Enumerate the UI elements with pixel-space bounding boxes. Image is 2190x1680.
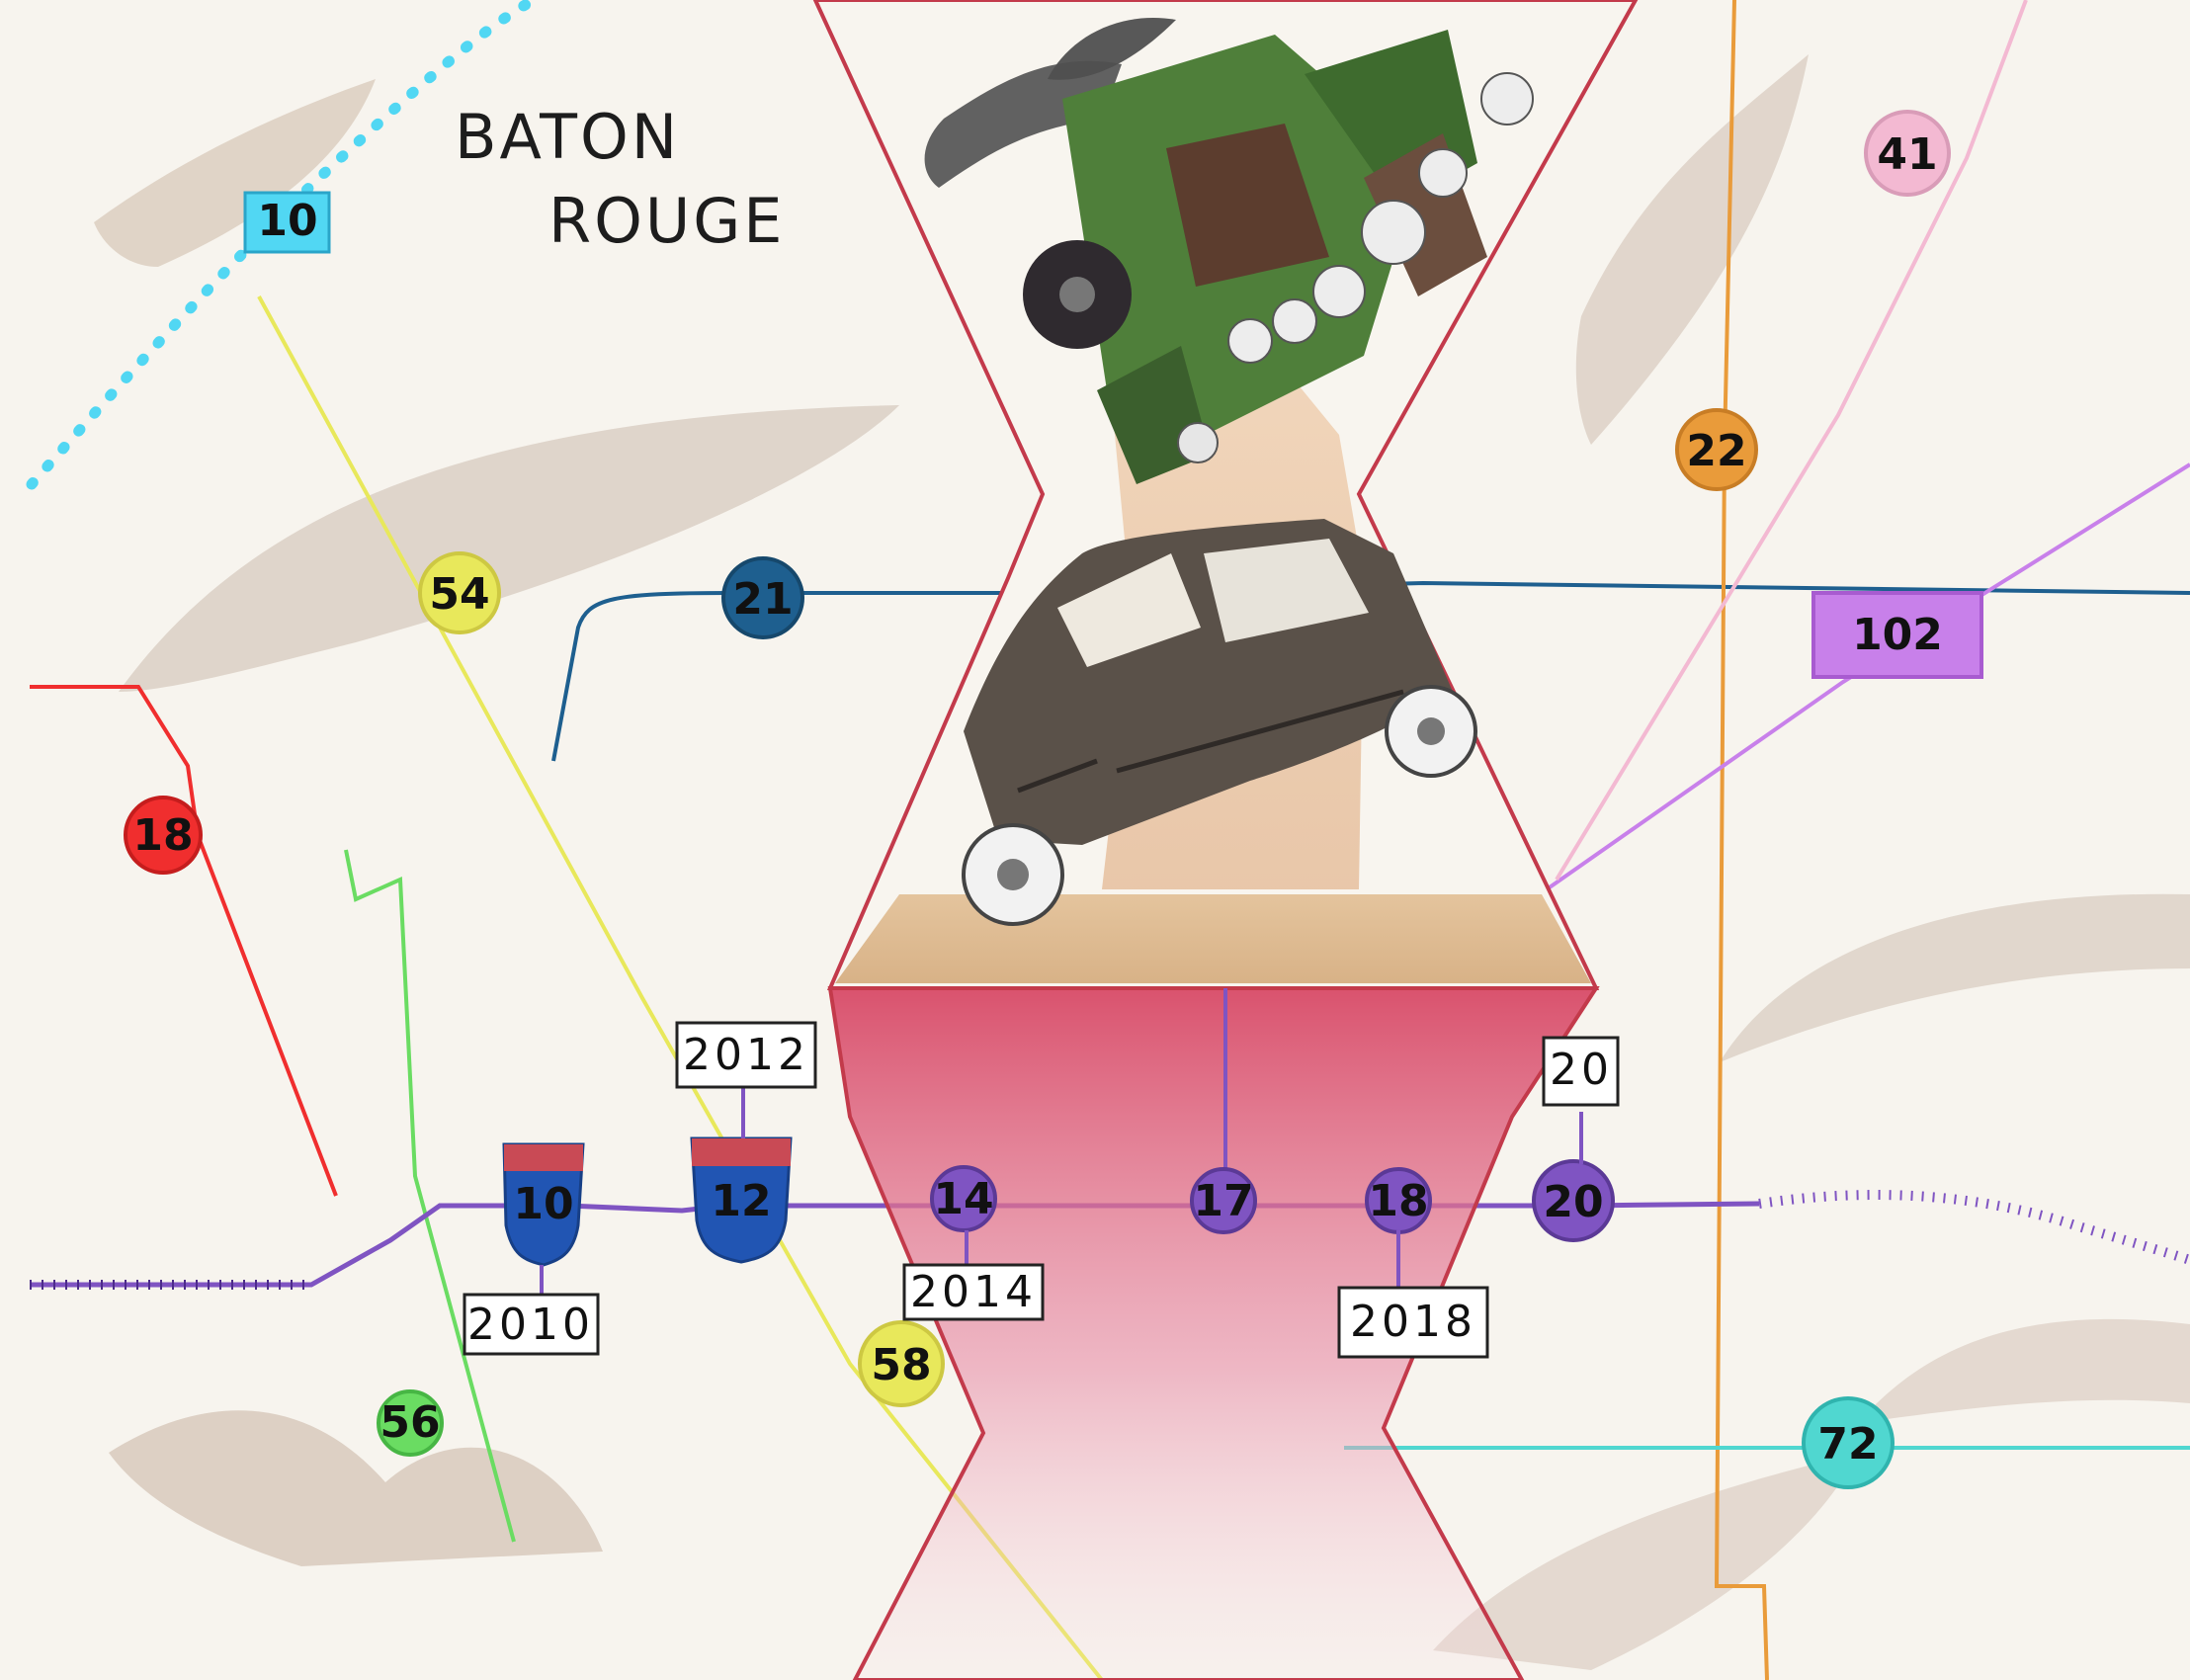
svg-text:102: 102 (1852, 610, 1943, 660)
route-marker-102[interactable]: 102 (1811, 591, 1983, 679)
hourglass-bottom-window (827, 986, 1600, 1680)
svg-text:2018: 2018 (1350, 1297, 1476, 1347)
year-tag-2012[interactable]: 2012 (675, 1021, 817, 1089)
route-marker-21[interactable]: 21 (721, 556, 804, 639)
interstate-shield-12[interactable]: 12 (690, 1136, 793, 1264)
svg-text:17: 17 (1193, 1176, 1253, 1226)
vintage-car-illustration (962, 519, 1477, 926)
svg-text:18: 18 (1368, 1176, 1428, 1226)
year-tag-2014[interactable]: 2014 (902, 1263, 1045, 1321)
route-marker-18-mid[interactable]: 18 (1365, 1167, 1432, 1234)
city-label-line-2: ROUGE (548, 185, 785, 257)
cloud-shadow-bottom-left (109, 1410, 603, 1566)
svg-text:22: 22 (1686, 426, 1746, 476)
route-marker-18[interactable]: 18 (124, 796, 203, 875)
route-marker-10-top[interactable]: 10 (243, 191, 331, 254)
interstate-shield-10[interactable]: 10 (502, 1142, 585, 1267)
cloud-shadow-top-right (1575, 54, 1809, 445)
timeline-dotted-right (1758, 1190, 2190, 1265)
route-marker-72[interactable]: 72 (1802, 1396, 1895, 1489)
route-marker-54[interactable]: 54 (418, 551, 501, 634)
svg-text:21: 21 (732, 574, 793, 625)
cloud-shadow-right (1720, 893, 2190, 1062)
city-label-line-1: BATON (455, 101, 680, 173)
svg-text:54: 54 (429, 569, 489, 620)
svg-text:2012: 2012 (683, 1030, 809, 1080)
svg-text:20: 20 (1550, 1045, 1613, 1095)
svg-text:56: 56 (379, 1397, 440, 1448)
route-10-dotted-line (26, 0, 540, 490)
route-102-purple-line (1545, 462, 2190, 891)
route-marker-14[interactable]: 14 (930, 1165, 997, 1232)
year-tag-2018[interactable]: 2018 (1337, 1286, 1489, 1359)
route-22-orange-line (1714, 0, 1769, 1680)
svg-text:10: 10 (257, 196, 317, 246)
route-41-pink-line (1555, 0, 2028, 882)
svg-text:14: 14 (933, 1174, 993, 1224)
steam-locomotive-illustration (924, 18, 1534, 484)
route-marker-20[interactable]: 20 (1532, 1159, 1615, 1242)
route-56-green-line (344, 849, 516, 1543)
route-marker-17[interactable]: 17 (1190, 1167, 1257, 1234)
route-18-red-line (30, 685, 338, 1197)
sand-floor (835, 894, 1591, 983)
svg-text:72: 72 (1817, 1419, 1878, 1470)
year-tag-20[interactable]: 20 (1542, 1036, 1620, 1107)
svg-text:2014: 2014 (910, 1267, 1037, 1317)
cloud-shadow-bottom-mid (1433, 1453, 1858, 1670)
svg-text:58: 58 (871, 1340, 931, 1390)
year-tag-2010[interactable]: 2010 (463, 1293, 600, 1356)
svg-text:12: 12 (711, 1176, 771, 1226)
svg-text:18: 18 (132, 810, 193, 861)
svg-text:41: 41 (1877, 129, 1937, 180)
route-marker-41[interactable]: 41 (1864, 110, 1951, 197)
route-marker-22[interactable]: 22 (1675, 408, 1758, 491)
cloud-shadow-top-left (94, 79, 376, 267)
cloud-shadow-mid-left (119, 405, 899, 692)
svg-text:2010: 2010 (467, 1300, 594, 1350)
cloud-shadow-bottom-right (1858, 1318, 2190, 1423)
svg-text:20: 20 (1543, 1177, 1603, 1227)
route-marker-58[interactable]: 58 (858, 1320, 945, 1407)
route-marker-56[interactable]: 56 (377, 1389, 444, 1457)
svg-text:10: 10 (513, 1179, 573, 1229)
